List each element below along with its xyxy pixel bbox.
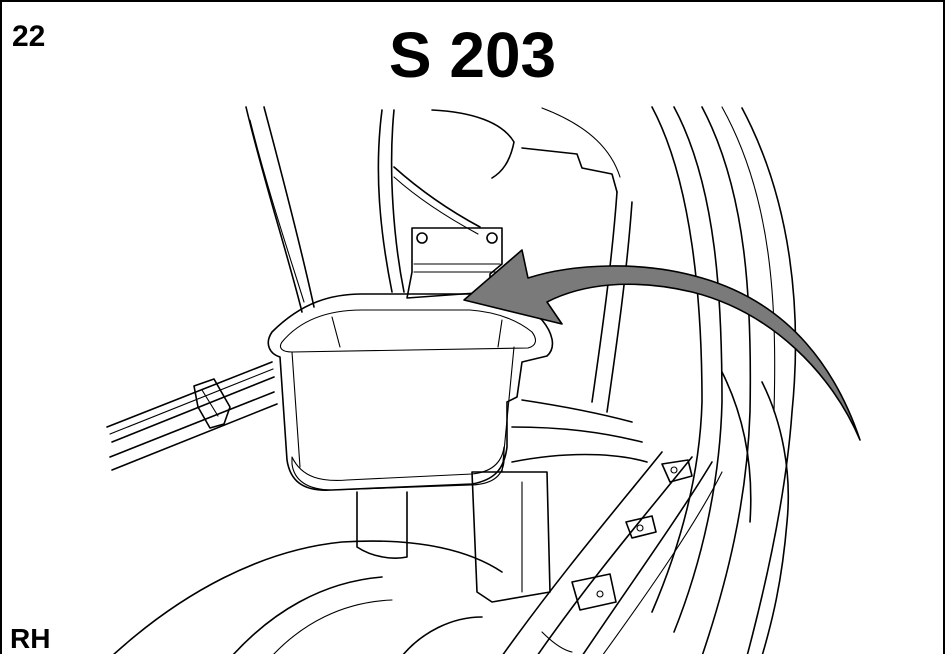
right-body-lines (651, 106, 797, 654)
model-code-title: S 203 (388, 19, 557, 91)
side-label: RH (10, 623, 51, 654)
step-number: 22 (12, 20, 46, 53)
sill-strip (502, 451, 723, 654)
storage-tray (267, 293, 554, 491)
left-trim-lines (245, 106, 315, 313)
rear-panel-outline (377, 107, 633, 413)
installation-arrow (463, 249, 861, 441)
floor-panel (113, 399, 648, 654)
side-rail (106, 361, 278, 471)
rail-clip (193, 378, 231, 429)
